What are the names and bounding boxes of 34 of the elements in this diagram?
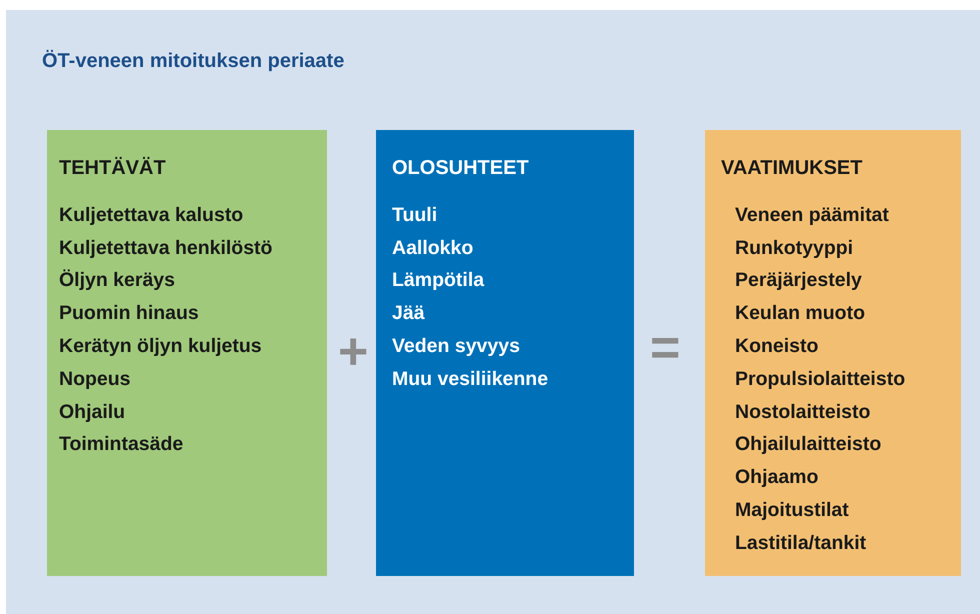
panel-heading: TEHTÄVÄT	[59, 156, 167, 181]
list-item: Ohjaamo	[735, 465, 818, 490]
list-item: Aallokko	[392, 236, 474, 261]
list-item: Muu vesiliikenne	[392, 366, 548, 392]
list-item: Kuljetettava kalusto	[59, 202, 244, 228]
equals-sign: =	[650, 322, 680, 374]
list-item: Jää	[392, 301, 425, 326]
list-item: Propulsiolaitteisto	[735, 366, 906, 392]
list-item: Keulan muoto	[735, 301, 865, 326]
list-item: Koneisto	[735, 334, 818, 359]
list-item: Veden syvyys	[392, 334, 520, 359]
list-item: Kerätyn öljyn kuljetus	[59, 334, 262, 359]
diagram-title: ÖT-veneen mitoituksen periaate	[42, 50, 344, 73]
category-panel	[47, 130, 327, 576]
plus-sign: +	[338, 326, 368, 378]
list-item: Tuuli	[392, 202, 438, 228]
panel-heading: OLOSUHTEET	[392, 156, 530, 181]
category-panel	[705, 130, 961, 576]
list-item: Puomin hinaus	[59, 301, 199, 326]
list-item: Ohjailulaitteisto	[735, 432, 882, 458]
list-item: Peräjärjestely	[735, 268, 862, 294]
list-item: Nostolaitteisto	[735, 400, 870, 425]
list-item: Ohjailu	[59, 400, 126, 425]
panel-heading: VAATIMUKSET	[721, 156, 864, 181]
list-item: Veneen päämitat	[735, 202, 889, 228]
list-item: Lastitila/tankit	[735, 530, 866, 556]
list-item: Toimintasäde	[59, 432, 184, 458]
list-item: Majoitustilat	[735, 498, 849, 523]
list-item: Lämpötila	[392, 268, 484, 294]
list-item: Runkotyyppi	[735, 236, 854, 261]
list-item: Öljyn keräys	[59, 268, 175, 294]
list-item: Nopeus	[59, 366, 131, 392]
list-item: Kuljetettava henkilöstö	[59, 236, 272, 261]
category-panel	[376, 130, 634, 576]
